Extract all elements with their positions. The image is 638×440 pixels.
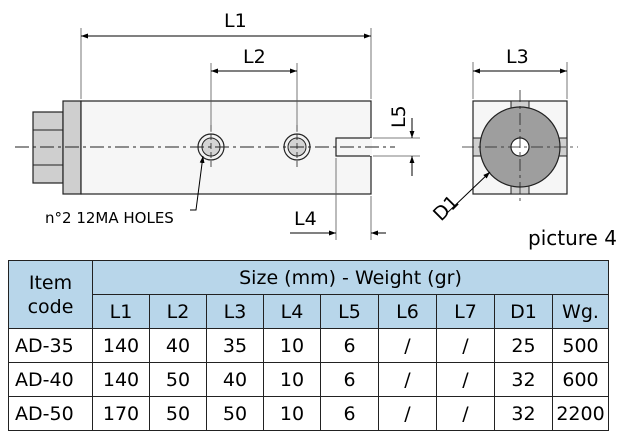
d1-label: D1: [429, 191, 463, 225]
item-code-cell: AD-40: [8, 362, 93, 397]
table-cell: 170: [92, 396, 150, 431]
holes-leader: [190, 155, 205, 211]
table-row: AD-40 140 50 40 10 6 / / 32 600: [8, 362, 609, 397]
technical-drawing: L1 L2 L4 L5 n°2 12MA HOLES: [15, 10, 578, 240]
table-cell: 600: [552, 362, 609, 397]
table-row: AD-35 140 40 35 10 6 / / 25 500: [8, 328, 609, 363]
side-view: L1 L2 L4 L5 n°2 12MA HOLES: [15, 10, 420, 240]
column-header: L1: [92, 294, 150, 329]
table-cell: /: [436, 362, 495, 397]
table-cell: 6: [320, 328, 379, 363]
l5-label: L5: [388, 105, 410, 128]
column-header-row: L1 L2 L3 L4 L5 L6 L7 D1 Wg.: [9, 294, 609, 329]
table-cell: 6: [320, 396, 379, 431]
table-cell: 10: [263, 396, 321, 431]
item-code-cell: AD-50: [8, 396, 93, 431]
column-header: L7: [436, 294, 495, 329]
l1-label: L1: [224, 10, 247, 32]
table-cell: 10: [263, 328, 321, 363]
column-header: Wg.: [552, 294, 609, 329]
table-cell: 140: [92, 328, 150, 363]
item-code-header: Item code: [8, 260, 93, 329]
table-cell: 2200: [552, 396, 609, 431]
table-cell: 40: [206, 362, 264, 397]
item-header-line1: Item: [28, 271, 73, 294]
column-header: D1: [494, 294, 553, 329]
table-cell: 32: [494, 396, 553, 431]
item-code-cell: AD-35: [8, 328, 93, 363]
l3-label: L3: [506, 46, 529, 68]
table-cell: 50: [206, 396, 264, 431]
l2-label: L2: [243, 46, 266, 68]
table-cell: 25: [494, 328, 553, 363]
table-cell: 50: [149, 396, 207, 431]
table-cell: 40: [149, 328, 207, 363]
column-header: L2: [149, 294, 207, 329]
table-cell: 500: [552, 328, 609, 363]
end-view: L3 D1: [429, 46, 578, 226]
l4-label: L4: [294, 208, 317, 230]
table-cell: 32: [494, 362, 553, 397]
size-weight-header: Size (mm) - Weight (gr): [92, 260, 609, 295]
table-cell: /: [436, 328, 495, 363]
holes-note: n°2 12MA HOLES: [45, 209, 174, 227]
table-cell: 10: [263, 362, 321, 397]
table-cell: 140: [92, 362, 150, 397]
table-cell: 50: [149, 362, 207, 397]
table-cell: /: [378, 362, 437, 397]
table-cell: /: [436, 396, 495, 431]
table-cell: 35: [206, 328, 264, 363]
column-header: L6: [378, 294, 437, 329]
d1-leader: [445, 171, 491, 215]
table-row: AD-50 170 50 50 10 6 / / 32 2200: [8, 396, 609, 431]
spec-table: Item code Size (mm) - Weight (gr) L1 L2 …: [8, 260, 609, 431]
table-cell: 6: [320, 362, 379, 397]
column-header: L4: [263, 294, 321, 329]
picture-caption: picture 4: [528, 226, 617, 250]
item-header-line2: code: [27, 295, 74, 318]
table-cell: /: [378, 328, 437, 363]
column-header: L5: [320, 294, 379, 329]
column-header: L3: [206, 294, 264, 329]
table-cell: /: [378, 396, 437, 431]
